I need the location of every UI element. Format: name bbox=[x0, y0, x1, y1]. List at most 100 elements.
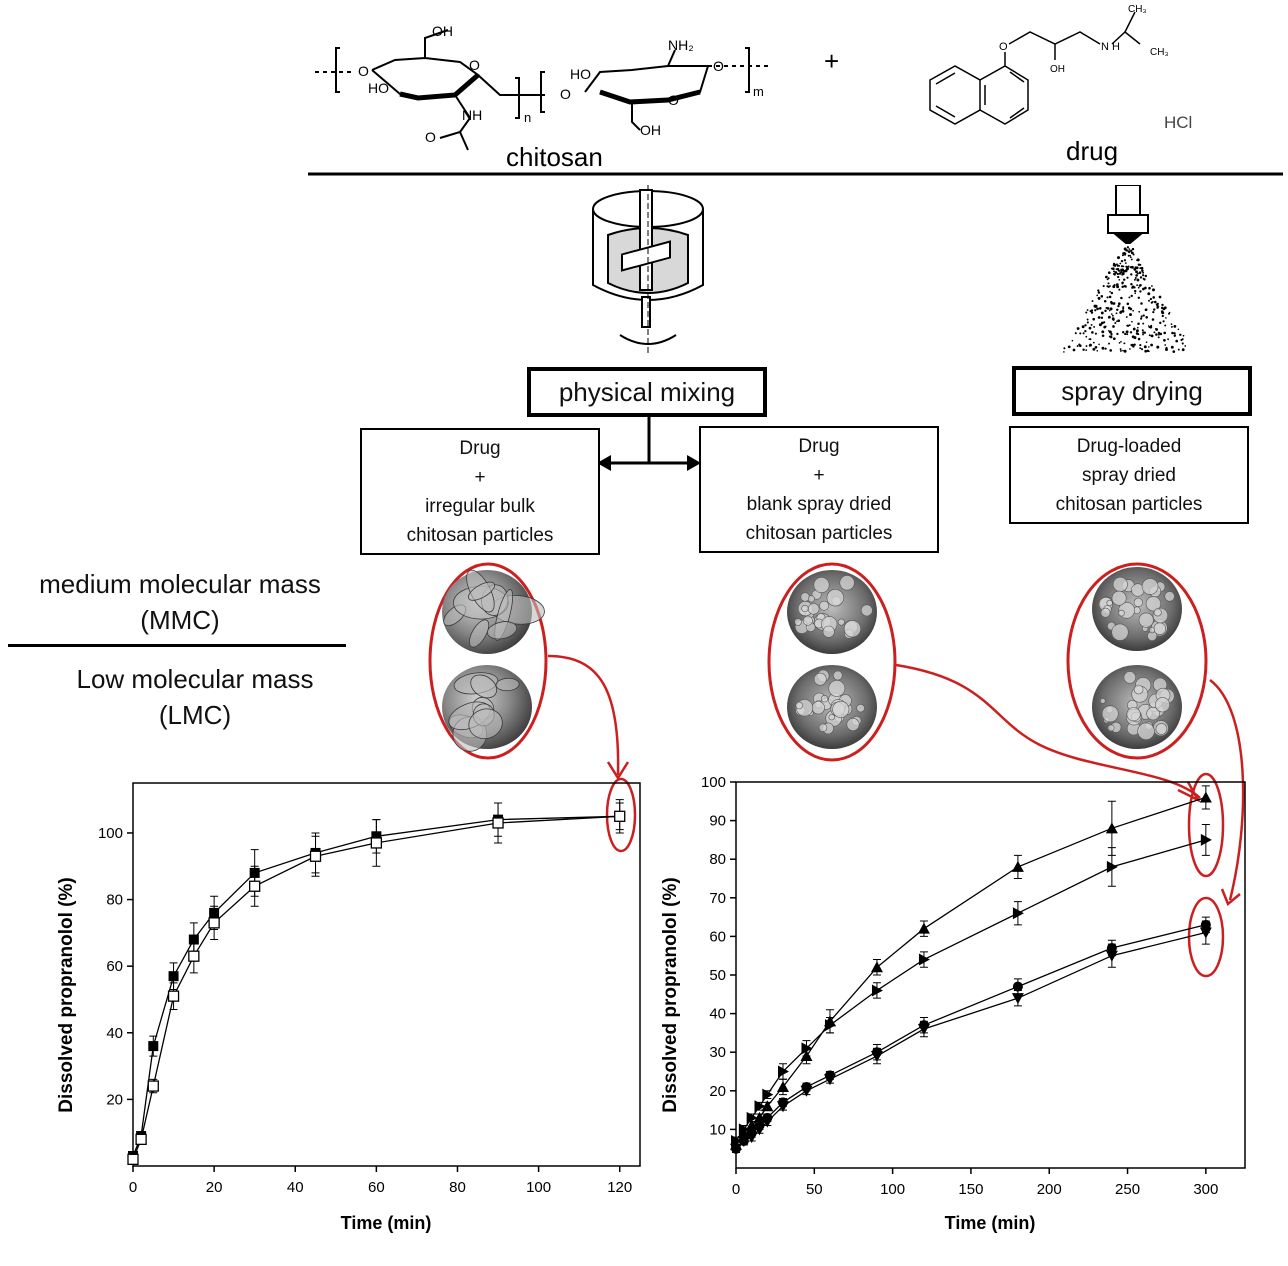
y-tick-label: 80 bbox=[106, 892, 123, 909]
data-point bbox=[754, 1100, 766, 1113]
y-tick-label: 100 bbox=[701, 774, 726, 791]
drug-o: O bbox=[999, 41, 1008, 53]
sem-group-outline bbox=[767, 562, 897, 762]
y-tick-label: 10 bbox=[709, 1121, 726, 1138]
data-point bbox=[309, 850, 322, 862]
formulation-line: Drug-loaded bbox=[1076, 435, 1182, 457]
data-point bbox=[737, 1135, 750, 1147]
data-point bbox=[135, 1133, 147, 1146]
data-point bbox=[1011, 993, 1024, 1005]
chitosan-ho-left: HO bbox=[368, 80, 389, 96]
sem-group-outline bbox=[1066, 562, 1208, 760]
data-point bbox=[761, 1100, 774, 1112]
data-point bbox=[871, 984, 883, 997]
x-tick-label: 300 bbox=[1193, 1181, 1218, 1198]
data-point bbox=[777, 1065, 789, 1078]
data-point bbox=[249, 880, 261, 892]
x-tick-label: 80 bbox=[449, 1179, 466, 1196]
data-point bbox=[188, 950, 200, 962]
formulation-box-bulk: Drug + irregular bulk chitosan particles bbox=[360, 428, 600, 555]
polymer-divider bbox=[8, 644, 346, 647]
y-tick-label: 40 bbox=[709, 1006, 726, 1023]
physical-mixing-box: physical mixing bbox=[527, 367, 767, 417]
spray-drying-label: spray drying bbox=[1061, 375, 1203, 406]
data-point bbox=[1012, 907, 1024, 920]
sem-image-lmc-bulk bbox=[442, 665, 532, 749]
chitosan-nh: NH bbox=[462, 107, 482, 123]
data-point bbox=[824, 1019, 836, 1032]
data-point bbox=[917, 1024, 930, 1036]
chitosan-nh2: NH₂ bbox=[668, 37, 694, 53]
x-tick-label: 120 bbox=[607, 1179, 632, 1196]
y-tick-label: 20 bbox=[709, 1083, 726, 1100]
formulation-line: blank spray dried bbox=[746, 493, 892, 515]
data-point bbox=[870, 961, 883, 973]
data-point bbox=[761, 1116, 774, 1128]
data-point bbox=[127, 1153, 139, 1165]
formulation-line: Drug bbox=[459, 437, 501, 459]
data-point bbox=[492, 817, 504, 829]
chitosan-oh-top: OH bbox=[432, 23, 453, 39]
data-point bbox=[1106, 860, 1118, 873]
formulation-box-loaded: Drug-loaded spray dried chitosan particl… bbox=[1009, 426, 1249, 524]
data-point bbox=[730, 1143, 742, 1155]
data-point bbox=[762, 1088, 774, 1101]
x-tick-label: 0 bbox=[129, 1179, 137, 1196]
lmc-label-line1: Low molecular mass bbox=[76, 664, 314, 694]
y-tick-label: 40 bbox=[106, 1025, 123, 1042]
data-point bbox=[1105, 822, 1118, 834]
plus-sign: + bbox=[824, 46, 839, 76]
data-point bbox=[1011, 860, 1024, 872]
y-tick-label: 60 bbox=[709, 928, 726, 945]
spray-drying-box: spray drying bbox=[1012, 366, 1252, 416]
data-point bbox=[776, 1101, 789, 1113]
data-point bbox=[870, 1051, 883, 1063]
chitosan-ring1-o: O bbox=[469, 57, 480, 73]
series-line bbox=[132, 815, 620, 1160]
sem-image-mmc-loaded bbox=[1092, 567, 1182, 651]
propranolol-structure bbox=[929, 11, 1141, 125]
x-tick-label: 100 bbox=[880, 1181, 905, 1198]
mixer-icon bbox=[592, 185, 704, 355]
x-tick-label: 100 bbox=[526, 1179, 551, 1196]
chart-left-xlabel: Time (min) bbox=[341, 1213, 432, 1233]
data-point bbox=[776, 1080, 789, 1092]
y-tick-label: 90 bbox=[709, 813, 726, 830]
chart-left-ylabel: Dissolved propranolol (%) bbox=[56, 877, 77, 1112]
y-tick-label: 20 bbox=[106, 1091, 123, 1108]
y-tick-label: 70 bbox=[709, 890, 726, 907]
drug-nh: N H bbox=[1101, 41, 1120, 53]
formulation-line: + bbox=[474, 466, 486, 488]
data-point bbox=[745, 1132, 758, 1144]
spray-nozzle-icon bbox=[1063, 185, 1187, 353]
formulation-line: + bbox=[813, 464, 825, 486]
x-tick-label: 0 bbox=[732, 1181, 740, 1198]
formulation-line: irregular bulk bbox=[425, 495, 535, 517]
chart-right-xlabel: Time (min) bbox=[945, 1213, 1036, 1233]
data-point bbox=[370, 837, 383, 849]
drug-oh: OH bbox=[1050, 64, 1065, 75]
structures-panel: OH HO O O NH O NH₂ HO O O OH O n m chito… bbox=[308, 4, 1283, 176]
sem-group-loaded bbox=[1066, 562, 1208, 760]
mixing-branch-arrows bbox=[597, 417, 701, 471]
mmc-label-line1: medium molecular mass bbox=[39, 569, 321, 599]
y-tick-label: 80 bbox=[709, 851, 726, 868]
formulation-line: Drug bbox=[798, 435, 840, 457]
x-tick-label: 150 bbox=[958, 1181, 983, 1198]
sem-image-mmc-bulk bbox=[442, 570, 532, 654]
lmc-label: Low molecular mass (LMC) bbox=[25, 661, 365, 733]
chitosan-label: chitosan bbox=[506, 142, 603, 172]
data-point bbox=[1199, 791, 1212, 803]
chart-right-ylabel: Dissolved propranolol (%) bbox=[660, 877, 681, 1112]
data-point bbox=[614, 810, 626, 822]
chitosan-ho-right: HO bbox=[570, 66, 591, 82]
formulation-line: chitosan particles bbox=[745, 522, 893, 544]
data-point bbox=[753, 1111, 766, 1123]
data-point bbox=[1012, 981, 1023, 992]
lmc-label-line2: (LMC) bbox=[158, 700, 232, 730]
chitosan-structure bbox=[315, 29, 770, 151]
formulation-line: chitosan particles bbox=[1055, 493, 1203, 515]
sem-group-outline bbox=[428, 562, 548, 760]
